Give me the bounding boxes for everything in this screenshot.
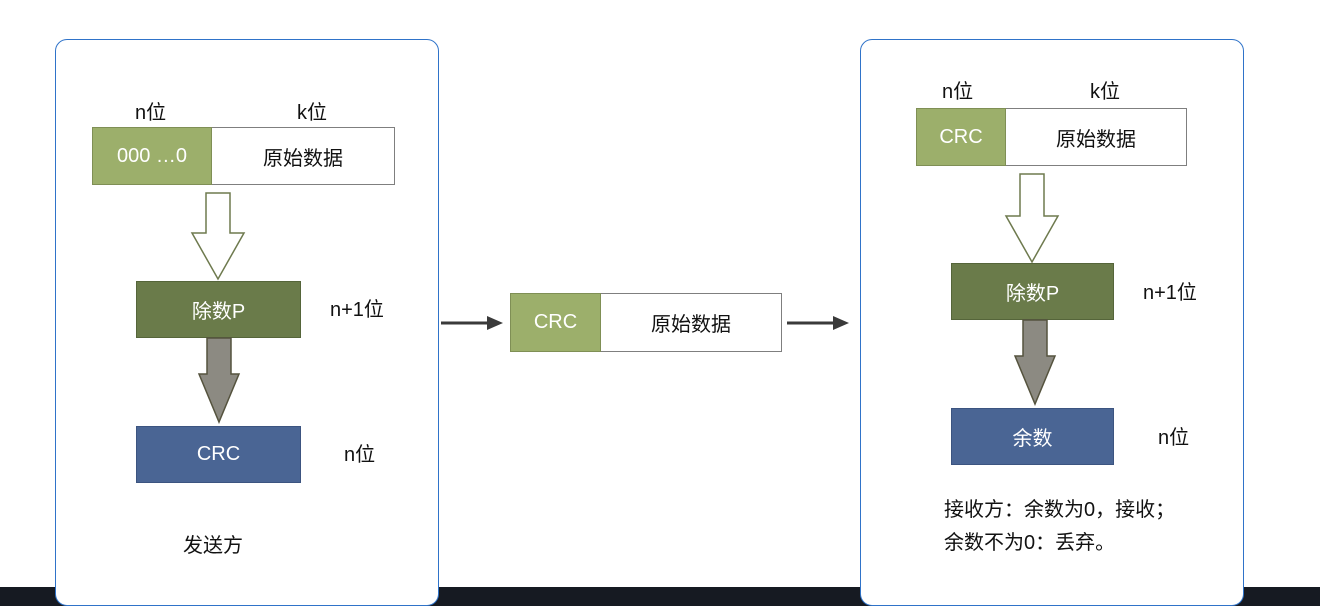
receiver-n-bits-label: n位 bbox=[942, 81, 974, 103]
sender-original-data-cell: 原始数据 bbox=[212, 127, 395, 185]
receiver-crc-cell: CRC bbox=[916, 108, 1006, 166]
sender-divisor-box: 除数P bbox=[136, 281, 301, 338]
frame-crc-cell: CRC bbox=[510, 293, 601, 352]
receiver-hollow-arrow-icon bbox=[1004, 173, 1060, 264]
sender-zeros-cell: 000 …0 bbox=[92, 127, 212, 185]
receiver-original-data-cell: 原始数据 bbox=[1006, 108, 1187, 166]
receiver-divisor-bits-label: n+1位 bbox=[1143, 282, 1197, 304]
sender-n-bits-label: n位 bbox=[135, 102, 167, 124]
sender-k-bits-label: k位 bbox=[297, 102, 327, 124]
receiver-gray-arrow-icon bbox=[1013, 319, 1057, 406]
receiver-k-bits-label: k位 bbox=[1090, 81, 1120, 103]
sender-caption: 发送方 bbox=[183, 535, 243, 557]
sender-crc-box: CRC bbox=[136, 426, 301, 483]
receiver-remainder-bits-label: n位 bbox=[1158, 427, 1190, 449]
receiver-rule-line1: 接收方：余数为0，接收； bbox=[944, 499, 1176, 521]
sender-crc-bits-label: n位 bbox=[344, 444, 376, 466]
receiver-divisor-box: 除数P bbox=[951, 263, 1114, 320]
receiver-rule-line2: 余数不为0：丢弃。 bbox=[944, 532, 1116, 554]
sender-gray-arrow-icon bbox=[197, 337, 241, 424]
send-arrow-icon bbox=[441, 316, 503, 330]
sender-divisor-bits-label: n+1位 bbox=[330, 299, 384, 321]
receive-arrow-icon bbox=[787, 316, 849, 330]
frame-original-data-cell: 原始数据 bbox=[601, 293, 782, 352]
receiver-remainder-box: 余数 bbox=[951, 408, 1114, 465]
sender-hollow-arrow-icon bbox=[190, 192, 246, 281]
